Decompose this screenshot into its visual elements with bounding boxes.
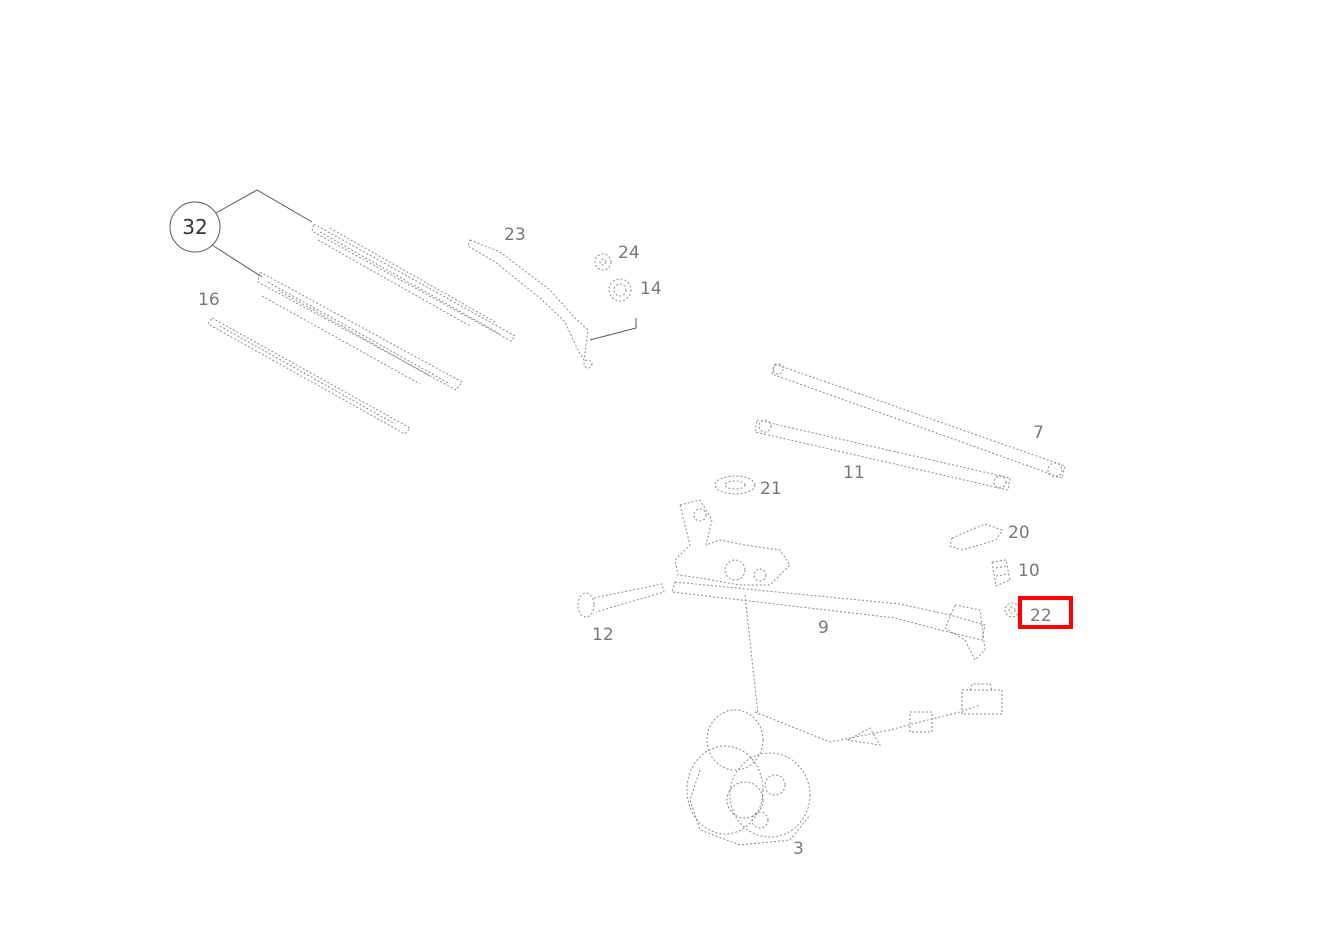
callout-label-11[interactable]: 11	[843, 463, 865, 483]
leader-arm-cap	[589, 318, 637, 341]
callout-label-7[interactable]: 7	[1033, 423, 1044, 443]
wiper-blade-lower[interactable]	[257, 271, 463, 391]
link-rod-7[interactable]	[771, 363, 1066, 479]
selected-part-highlight	[1018, 596, 1073, 629]
callout-label-22[interactable]: 22	[1030, 606, 1052, 626]
callout-label-20[interactable]: 20	[1008, 523, 1030, 543]
assembly-callout-label: 32	[182, 215, 207, 239]
pivot-assembly-left[interactable]	[674, 499, 791, 586]
callout-label-3[interactable]: 3	[793, 839, 804, 859]
callout-label-9[interactable]: 9	[818, 618, 829, 638]
link-rod-11[interactable]	[754, 419, 1011, 491]
grommet-20[interactable]	[949, 523, 1003, 551]
assembly-leader-lower	[211, 244, 263, 278]
assembly-leader-upper	[215, 189, 313, 223]
cap-14[interactable]	[608, 278, 632, 302]
spring-10[interactable]	[991, 559, 1011, 587]
nut-24[interactable]	[594, 253, 612, 271]
bushing-21[interactable]	[714, 475, 756, 495]
wiper-motor-3[interactable]	[686, 709, 811, 846]
assembly-callout-circle	[169, 201, 221, 253]
callout-label-23[interactable]: 23	[504, 225, 526, 245]
linkage-9[interactable]	[671, 581, 986, 661]
callout-label-12[interactable]: 12	[592, 625, 614, 645]
callout-label-14[interactable]: 14	[640, 279, 662, 299]
callout-label-24[interactable]: 24	[618, 243, 640, 263]
callout-label-16[interactable]: 16	[198, 290, 220, 310]
motor-shaft-leader	[744, 594, 759, 716]
wire-harness[interactable]	[754, 683, 1003, 746]
bolt-12[interactable]	[577, 583, 665, 618]
wiper-arm-23[interactable]	[467, 239, 593, 369]
washer-22[interactable]	[1004, 602, 1020, 618]
callout-label-21[interactable]: 21	[760, 479, 782, 499]
wiper-refill-16[interactable]	[207, 317, 411, 435]
callout-label-10[interactable]: 10	[1018, 561, 1040, 581]
assembly-callout[interactable]: 32	[169, 201, 221, 253]
wiper-blade-upper[interactable]	[311, 223, 516, 342]
